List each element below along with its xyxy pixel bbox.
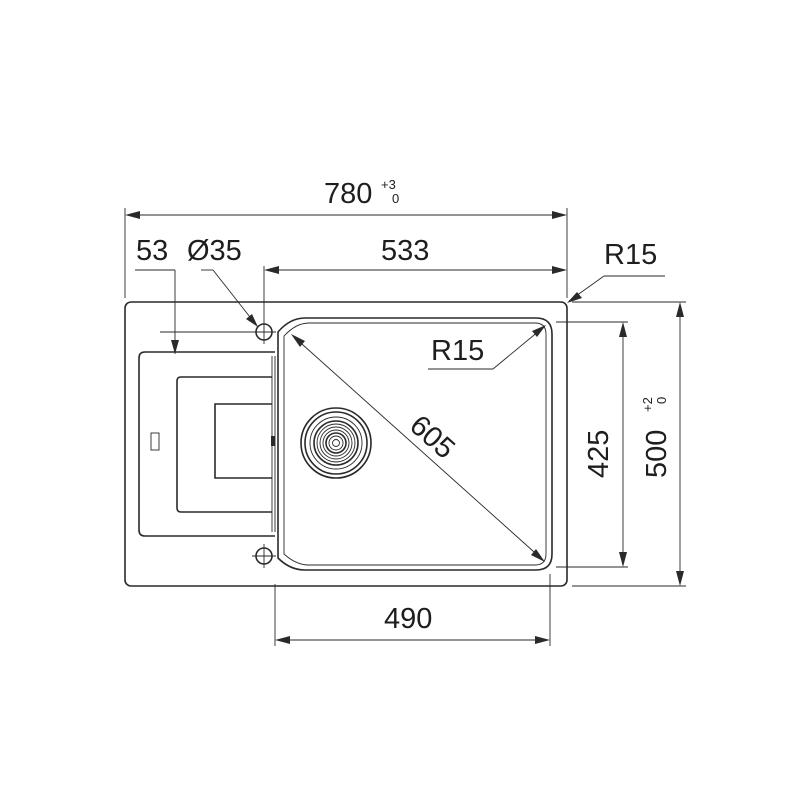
strainer-icon <box>300 407 372 479</box>
dim-outer-radius-label: R15 <box>604 239 657 271</box>
dim-overall-width-tol-upper: +3 <box>381 177 396 192</box>
dim-bowl-diagonal-label: 605 <box>403 409 460 465</box>
dim-overall-width-tol-lower: 0 <box>392 191 399 206</box>
dim-overall-depth-tol-upper: +2 <box>640 397 655 412</box>
bowl <box>277 317 553 571</box>
dim-overall-width-label: 780 <box>324 178 372 210</box>
dim-inner-radius-label: R15 <box>431 335 484 367</box>
dim-overall-depth-tol-lower: 0 <box>654 397 669 404</box>
dim-drainer-offset: 53 <box>135 235 252 354</box>
dim-outer-radius: R15 <box>567 239 665 303</box>
tap-hole-top-icon <box>252 320 276 344</box>
dim-drainer-offset-label: 53 <box>136 235 168 267</box>
dim-bowl-depth-label: 425 <box>583 430 615 478</box>
dim-overall-depth-label: 500 <box>641 430 673 478</box>
dim-bowl-width-label: 490 <box>384 603 432 635</box>
dim-bowl-span: 533 <box>263 235 567 320</box>
tap-hole-bottom-icon <box>252 544 276 568</box>
dim-tap-hole-label: Ø35 <box>187 235 242 267</box>
dim-bowl-depth: 425 <box>556 321 628 568</box>
dim-tap-hole: Ø35 <box>187 235 258 327</box>
dim-inner-radius: R15 <box>428 325 546 370</box>
dim-bowl-diagonal: 605 <box>291 334 545 562</box>
drainer-board <box>138 351 276 537</box>
dim-overall-depth: 500 +2 0 <box>572 301 686 587</box>
dim-bowl-span-label: 533 <box>381 235 429 267</box>
dim-bowl-width: 490 <box>274 574 551 646</box>
dim-overall-width: 780 +3 0 <box>124 177 568 298</box>
sink-outline <box>124 301 568 587</box>
